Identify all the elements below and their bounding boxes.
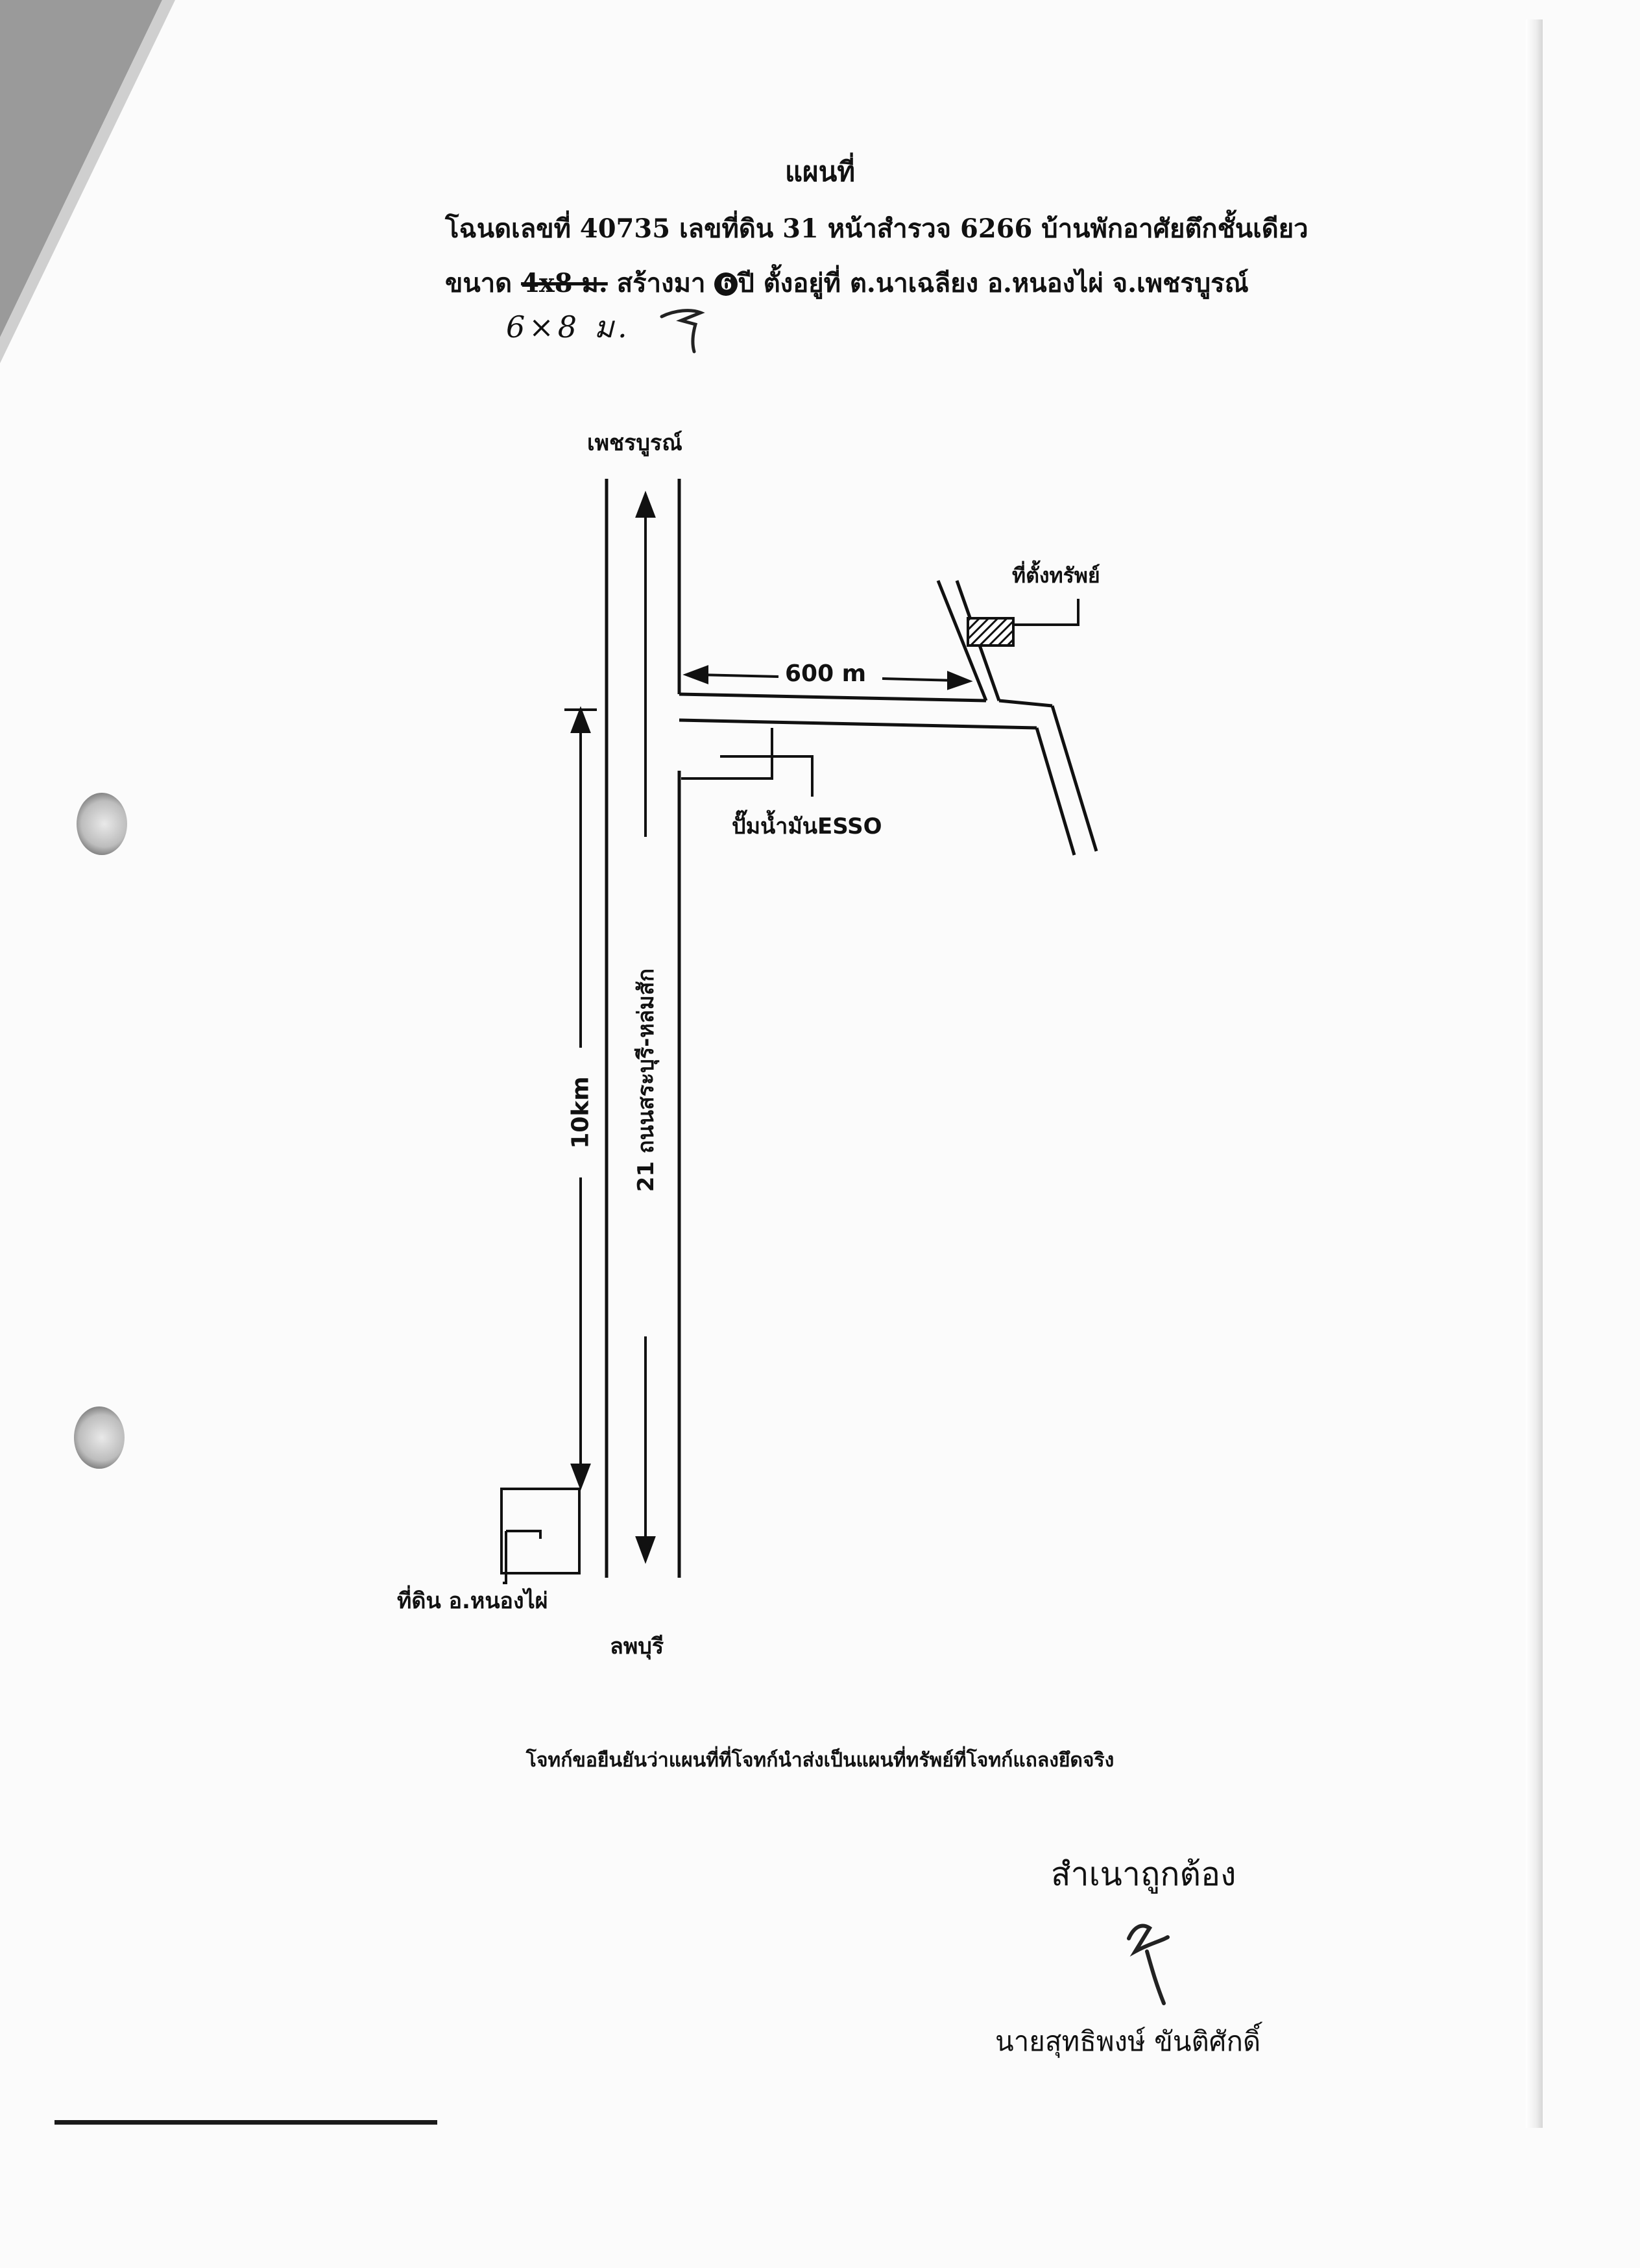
label-property-location: ที่ตั้งทรัพย์ [1012, 563, 1100, 588]
punch-hole-bottom [74, 1406, 125, 1469]
side-road [679, 580, 1098, 856]
label-distance-600m: 600 m [785, 660, 867, 687]
property-building [967, 599, 1079, 647]
map-title: แผนที่ [784, 156, 856, 187]
gas-station-building [681, 728, 814, 797]
signer-name: นายสุทธิพงษ์ ขันติศักดิ์ [995, 2025, 1261, 2057]
deed-info-line: โฉนดเลขที่ 40735 เลขที่ดิน 31 หน้าสำรวจ … [445, 213, 1308, 244]
size-prefix: ขนาด [445, 268, 522, 298]
certified-copy-text: สำเนาถูกต้อง [1051, 1855, 1236, 1893]
label-district-land-office: ที่ดิน อ.หนองไผ่ [397, 1588, 548, 1614]
horizontal-distance-arrow [682, 665, 973, 690]
initial-mark [660, 309, 705, 354]
label-distance-10km: 10km [567, 1076, 594, 1149]
location-text: ปี ตั้งอยู่ที่ ต.นาเฉลียง อ.หนองไผ่ จ.เพ… [738, 268, 1249, 298]
circled-year: 6 [714, 272, 738, 296]
vertical-distance-arrow [564, 706, 597, 1491]
declaration-statement: โจทก์ขอยืนยันว่าแผนที่ที่โจทก์นำส่งเป็นแ… [525, 1749, 1115, 1772]
road-direction-arrow [635, 490, 656, 1564]
handwritten-size-correction: 6×8 ม. [506, 309, 631, 344]
district-land-office-building [500, 1488, 581, 1584]
label-esso-gas-station: ปั๊มน้ำมันESSO [732, 814, 882, 839]
struck-size: 4x8 ม. [521, 268, 608, 298]
label-road-21-saraburi-lomsak: 21 ถนนสระบุรี-หล่มสัก [633, 968, 659, 1192]
label-north-phetchabun: เพชรบูรณ์ [587, 430, 682, 456]
signature-mark [1127, 1924, 1170, 2005]
punch-hole-top [77, 793, 127, 855]
bottom-rule-line [54, 2120, 437, 2125]
label-south-lopburi: ลพบุรี [610, 1634, 664, 1659]
built-text: สร้างมา [607, 268, 715, 298]
page-edge-shadow [1526, 19, 1543, 2128]
main-road-21 [605, 479, 681, 1578]
